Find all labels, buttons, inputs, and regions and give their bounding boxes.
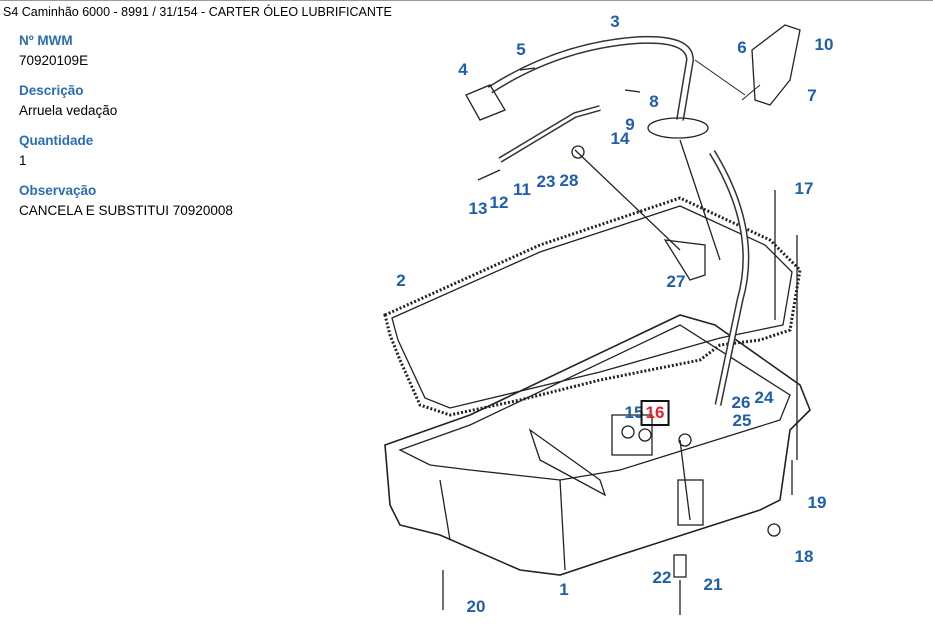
breadcrumb: S4 Caminhão 6000 - 8991 / 31/154 - CARTE… <box>3 5 392 19</box>
callout-16-selected[interactable]: 16 <box>640 400 670 426</box>
quantity-label: Quantidade <box>19 133 94 148</box>
callout-3[interactable]: 3 <box>610 12 620 31</box>
callout-21[interactable]: 21 <box>703 575 723 594</box>
mwm-label: Nº MWM <box>19 33 73 48</box>
callout-14[interactable]: 14 <box>610 129 630 148</box>
mwm-value: 70920109E <box>19 53 89 68</box>
callout-27[interactable]: 27 <box>666 272 686 291</box>
callout-13[interactable]: 13 <box>468 199 488 218</box>
part-details: Nº MWM 70920109E Descrição Arruela vedaç… <box>19 31 349 231</box>
callout-4[interactable]: 4 <box>458 60 468 79</box>
callout-10[interactable]: 10 <box>814 35 834 54</box>
top-border <box>0 0 933 1</box>
callout-26[interactable]: 26 <box>731 393 751 412</box>
exploded-parts-diagram <box>383 24 811 615</box>
gasket-shape <box>383 196 802 417</box>
callout-8[interactable]: 8 <box>649 92 659 111</box>
callout-22[interactable]: 22 <box>652 568 672 587</box>
callout-17[interactable]: 17 <box>794 179 814 198</box>
callout-6[interactable]: 6 <box>737 38 747 57</box>
observation-label: Observação <box>19 183 97 198</box>
description-label: Descrição <box>19 83 84 98</box>
callout-28[interactable]: 28 <box>559 171 579 190</box>
callout-23[interactable]: 23 <box>536 172 556 191</box>
description-value: Arruela vedação <box>19 103 118 118</box>
dipstick-tube-shape <box>709 150 750 406</box>
oil-pan-shape <box>384 314 811 576</box>
callout-19[interactable]: 19 <box>807 493 827 512</box>
callout-7[interactable]: 7 <box>807 86 817 105</box>
callout-25[interactable]: 25 <box>732 411 752 430</box>
quantity-value: 1 <box>19 153 27 168</box>
callout-5[interactable]: 5 <box>516 40 526 59</box>
observation-value: CANCELA E SUBSTITUI 70920008 <box>19 203 233 218</box>
callout-2[interactable]: 2 <box>396 271 406 290</box>
callout-20[interactable]: 20 <box>466 597 486 616</box>
callout-18[interactable]: 18 <box>794 547 814 566</box>
callout-11[interactable]: 11 <box>513 180 531 199</box>
callout-1[interactable]: 1 <box>559 580 569 599</box>
callout-9[interactable]: 9 <box>625 115 635 134</box>
callout-15[interactable]: 15 <box>624 403 644 422</box>
callout-12[interactable]: 12 <box>489 193 509 212</box>
callout-24[interactable]: 24 <box>754 388 774 407</box>
